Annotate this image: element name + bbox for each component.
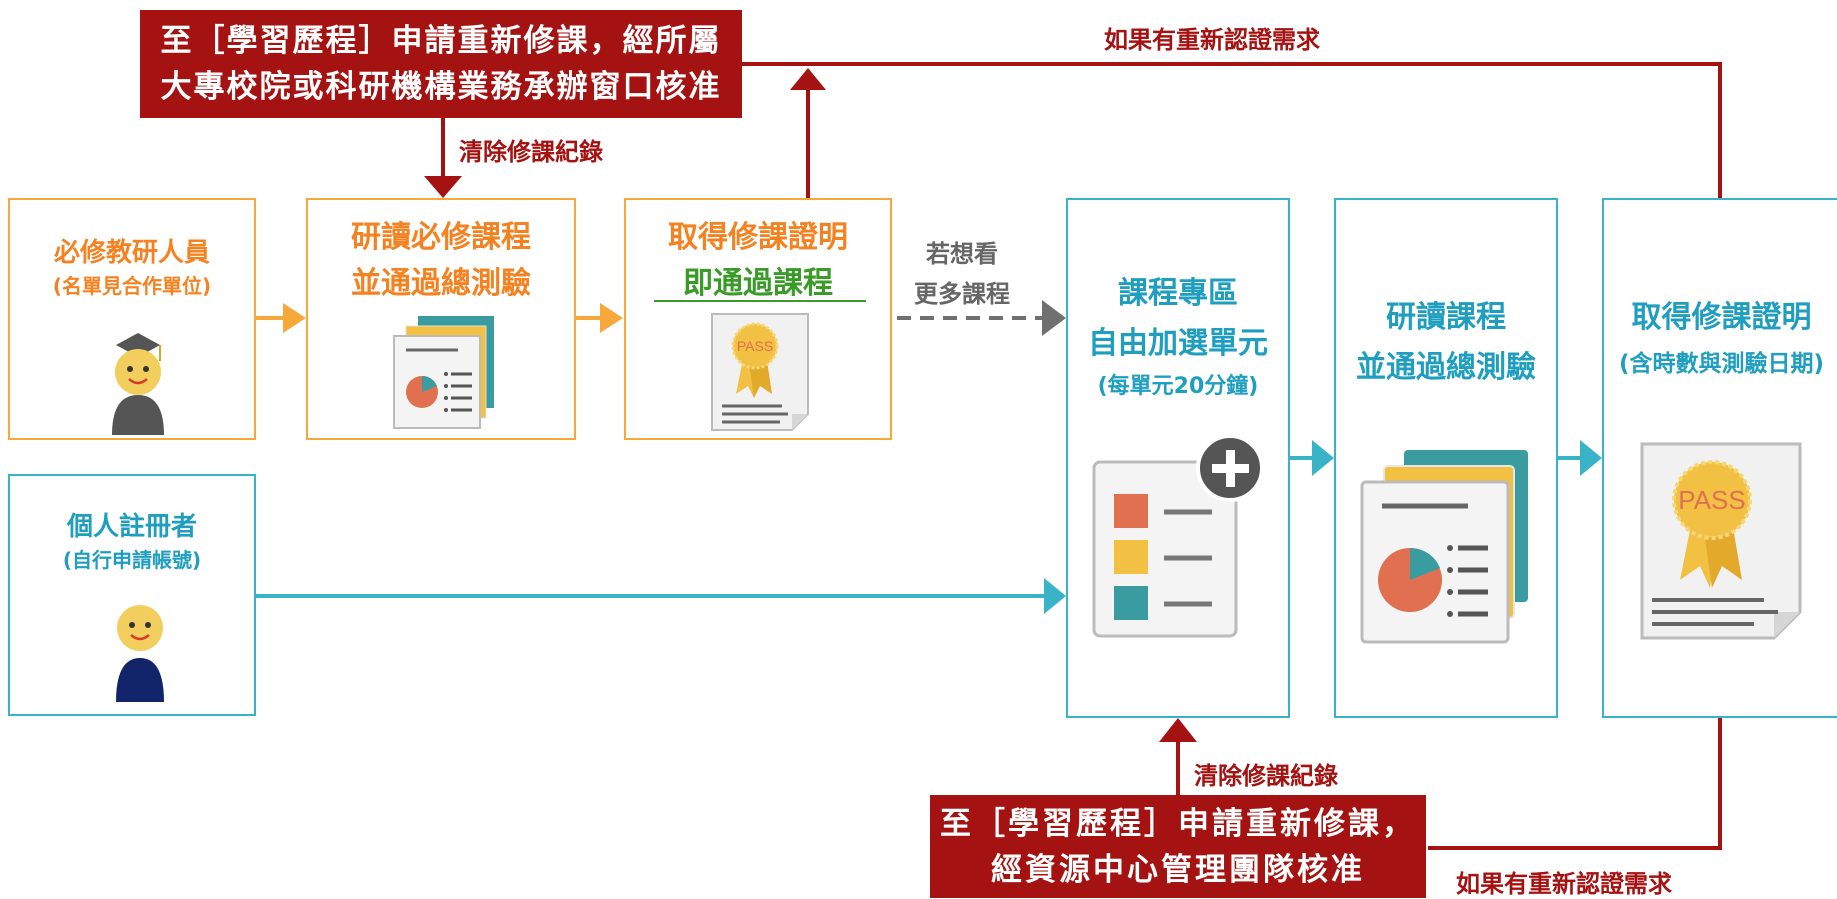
required-course-line1: 研讀必修課程	[351, 220, 531, 255]
more-courses-arrowhead	[1042, 300, 1066, 336]
pass-certificate-large-icon: PASS	[1640, 442, 1802, 640]
more-courses-line2: 更多課程	[914, 280, 1010, 308]
certificate1-box: 取得修課證明 即通過課程 PASS	[624, 198, 892, 440]
certificate1-line2: 即通過課程	[683, 266, 833, 301]
individual-box: 個人註冊者 (自行申請帳號)	[8, 474, 256, 716]
study-course-line2: 並通過總測驗	[1356, 350, 1536, 385]
individual-sub: (自行申請帳號)	[62, 548, 202, 572]
top-notice-box: 至［學習歷程］申請重新修課，經所屬 大專校院或科研機構業務承辦窗口核准	[140, 10, 742, 118]
bottom-notice-line2: 經資源中心管理團隊核准	[991, 851, 1365, 888]
recert-bottom-label: 如果有重新認證需求	[1456, 870, 1672, 898]
teal-arrow-2-head	[1580, 440, 1602, 476]
pass-certificate-icon: PASS	[711, 313, 809, 431]
notice-to-required-arrowhead	[424, 176, 462, 198]
certificate2-badge: PASS	[1678, 485, 1745, 515]
graduate-avatar-icon	[112, 333, 164, 435]
top-notice-line1: 至［學習歷程］申請重新修課，經所屬	[160, 23, 722, 59]
required-course-box: 研讀必修課程 並通過總測驗	[306, 198, 576, 440]
report-stack-icon	[393, 316, 494, 429]
recert-bottom-line	[1428, 718, 1722, 850]
required-course-line2: 並通過總測驗	[351, 266, 531, 301]
recert-top-label: 如果有重新認證需求	[1104, 26, 1320, 54]
certificate1-badge: PASS	[737, 338, 773, 354]
required-person-title: 必修教研人員	[53, 238, 210, 268]
individual-avatar-icon	[116, 605, 164, 702]
course-zone-line2: 自由加選單元	[1088, 326, 1268, 361]
bottom-notice-box: 至［學習歷程］申請重新修課， 經資源中心管理團隊核准	[930, 795, 1426, 898]
add-unit-list-icon	[1092, 434, 1264, 638]
individual-title: 個人註冊者	[66, 512, 197, 542]
certificate2-line1: 取得修課證明	[1631, 300, 1812, 335]
individual-arrowhead	[1044, 578, 1066, 614]
more-courses-line1: 若想看	[926, 240, 998, 268]
clear-bottom-label: 清除修課紀錄	[1194, 762, 1338, 790]
certificate1-line1: 取得修課證明	[668, 220, 848, 255]
certificate2-box: 取得修課證明 (含時數與測驗日期) PASS	[1602, 198, 1837, 718]
recert-top-line	[740, 62, 1722, 198]
clear-top-label: 清除修課紀錄	[459, 138, 603, 166]
top-notice-line2: 大專校院或科研機構業務承辦窗口核准	[160, 69, 722, 105]
course-zone-sub: (每單元20分鐘)	[1097, 374, 1259, 399]
bottom-notice-line1: 至［學習歷程］申請重新修課，	[940, 805, 1416, 842]
study-course-line1: 研讀課程	[1386, 300, 1506, 335]
cert-to-notice-arrowhead	[790, 68, 826, 90]
required-person-box: 必修教研人員 (名單見合作單位)	[8, 198, 256, 440]
required-person-sub: (名單見合作單位)	[52, 274, 212, 298]
course-zone-line1: 課程專區	[1118, 276, 1238, 311]
certificate2-sub: (含時數與測驗日期)	[1618, 351, 1825, 377]
study-report-stack-icon	[1360, 450, 1528, 644]
certificate1-underline	[654, 300, 866, 302]
course-zone-box: 課程專區 自由加選單元 (每單元20分鐘)	[1066, 198, 1290, 718]
study-course-box: 研讀課程 並通過總測驗	[1334, 198, 1558, 718]
teal-arrow-1-head	[1312, 440, 1334, 476]
bottom-notice-up-arrowhead	[1159, 718, 1197, 742]
orange-arrow-1-head	[283, 303, 306, 333]
orange-arrow-2-head	[600, 303, 623, 333]
